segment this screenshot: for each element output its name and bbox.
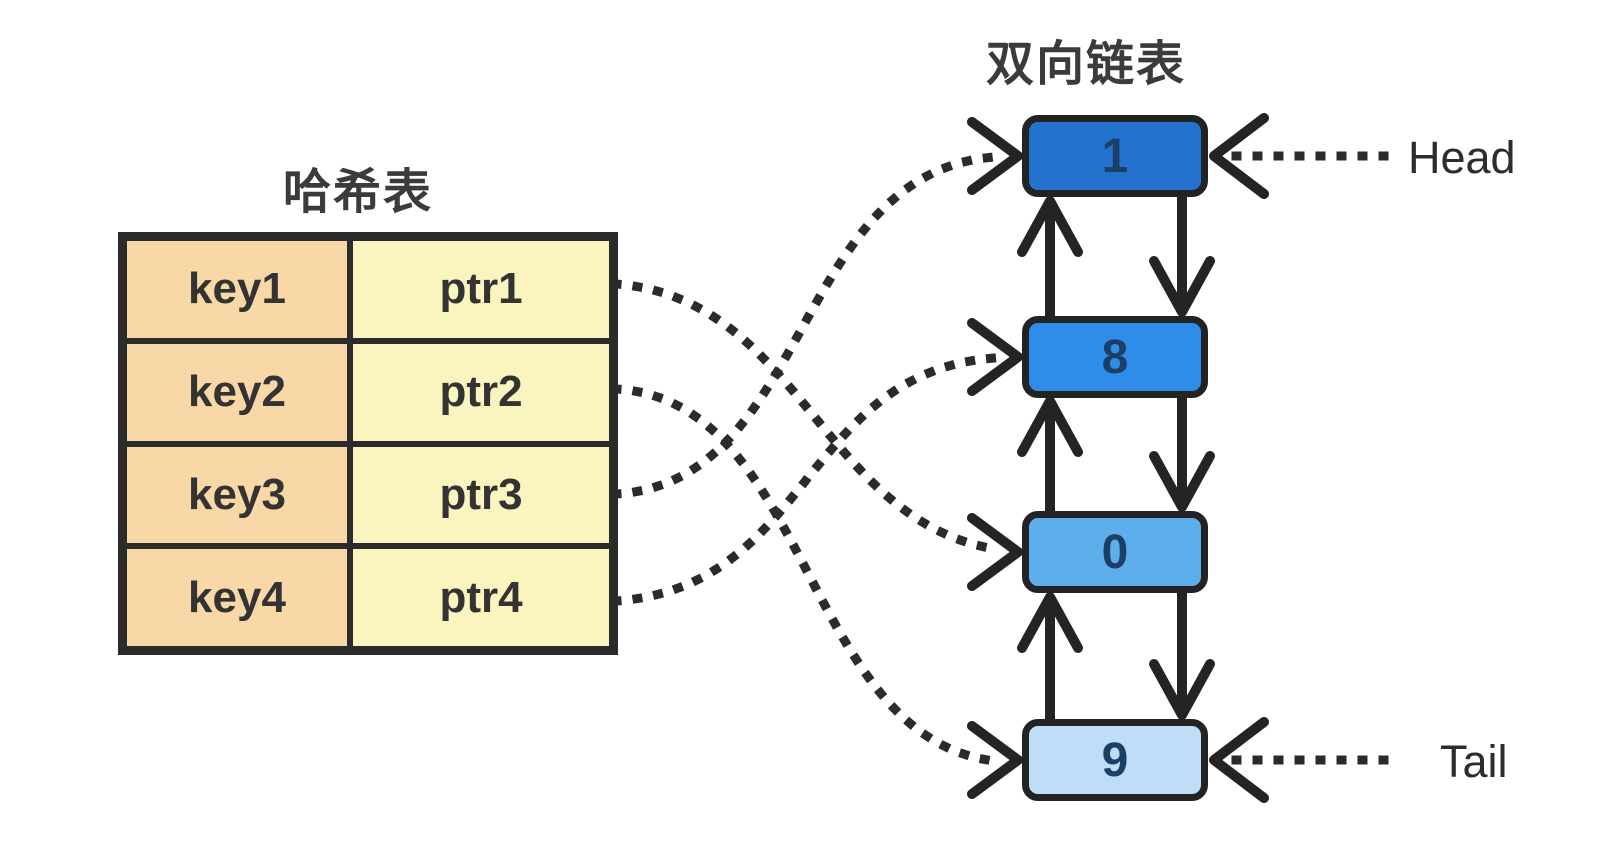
hash-table-cell-key3: key3	[124, 443, 350, 547]
list-node-0: 0	[1022, 511, 1208, 593]
up-arrow-node0-to-node8	[1017, 396, 1083, 516]
linked-list-title: 双向链表	[985, 38, 1186, 91]
down-arrow-node8-to-node0	[1149, 393, 1215, 512]
hash-table-cell-ptr2: ptr2	[350, 340, 612, 444]
arrowhead-tail-into-node9	[1209, 717, 1269, 803]
hash-table-cell-key2: key2	[124, 340, 350, 444]
list-node-9: 9	[1022, 719, 1208, 801]
dotted-curve-ptr2-to-node9	[611, 384, 1001, 767]
list-node-8: 8	[1022, 316, 1208, 398]
hash-table-cell-ptr4: ptr4	[350, 546, 612, 649]
arrowhead-into-node1-left	[967, 117, 1023, 195]
up-arrow-node8-to-node1	[1017, 196, 1083, 321]
hash-table-cell-ptr3: ptr3	[350, 443, 612, 547]
up-arrow-node9-to-node0	[1017, 592, 1083, 724]
arrowhead-head-into-node1	[1209, 113, 1269, 199]
down-arrow-node1-to-node8	[1149, 192, 1215, 317]
head-label: Head	[1408, 132, 1516, 183]
down-arrow-node0-to-node9	[1149, 588, 1215, 720]
arrowhead-into-node9-left	[967, 721, 1023, 799]
dotted-curve-ptr1-to-node0	[611, 279, 1001, 555]
arrowhead-into-node0-left	[967, 513, 1023, 591]
list-node-1: 1	[1022, 115, 1208, 197]
hash-table: key1 ptr1 key2 ptr2 key3 ptr3 key4 ptr4	[118, 232, 618, 655]
dotted-curve-ptr3-to-node1	[611, 152, 1000, 499]
hash-table-title: 哈希表	[282, 166, 433, 219]
hash-table-cell-key1: key1	[124, 238, 350, 341]
dotted-curve-ptr4-to-node8	[611, 353, 1000, 606]
tail-label: Tail	[1440, 736, 1508, 787]
arrowhead-into-node8-left	[967, 318, 1023, 396]
hash-table-cell-ptr1: ptr1	[350, 238, 612, 341]
hash-table-cell-key4: key4	[124, 546, 350, 649]
